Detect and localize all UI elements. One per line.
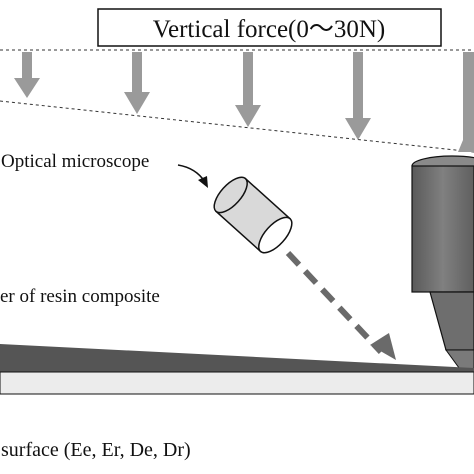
force-arrow-icon — [235, 52, 261, 127]
substrate-block — [0, 371, 474, 395]
indenter-icon — [411, 155, 474, 373]
title-text: Vertical force(0～30N) — [153, 16, 386, 43]
resin-layer-label: er of resin composite — [0, 286, 160, 307]
label-pointer-head — [198, 176, 208, 188]
microscope-icon — [213, 176, 293, 254]
resin-wedge-layer — [0, 344, 474, 372]
force-arrow-icon — [458, 52, 474, 152]
force-arrow-icon — [14, 52, 40, 98]
force-arrows — [14, 52, 474, 152]
light-path-arrowhead — [370, 333, 396, 360]
force-arrow-icon — [345, 52, 371, 140]
surface-caption: surface (Ee, Er, De, Dr) — [1, 439, 191, 461]
force-arrow-icon — [124, 52, 150, 114]
slanted-dashed-line — [0, 100, 474, 153]
light-path-dashed — [285, 250, 384, 355]
title-box — [97, 8, 442, 47]
optical-microscope-label: Optical microscope — [1, 151, 149, 172]
